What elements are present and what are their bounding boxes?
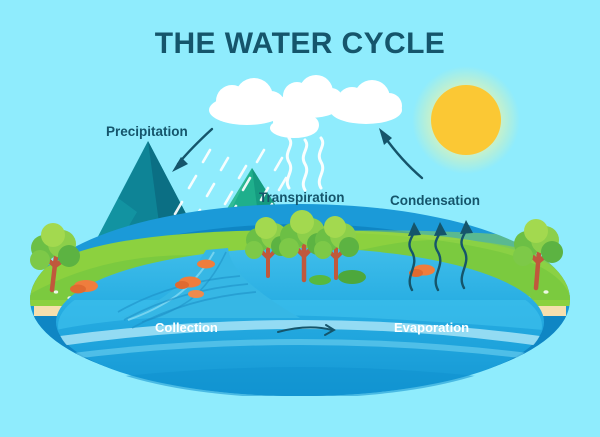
label-evaporation: Evaporation — [394, 320, 470, 335]
water-flow-arrow — [277, 324, 336, 336]
sun-icon — [412, 66, 520, 174]
curved-arrow-up-left — [379, 128, 424, 180]
transpiration-waves — [285, 136, 325, 192]
collection-flow-lines — [117, 275, 257, 329]
tree — [314, 216, 359, 280]
label-precipitation: Precipitation — [106, 124, 188, 139]
tree-left — [30, 223, 80, 293]
label-collection: Collection — [155, 320, 218, 335]
page-title: THE WATER CYCLE — [154, 27, 446, 60]
label-condensation: Condensation — [390, 193, 480, 208]
label-transpiration: Transpiration — [259, 190, 345, 205]
evaporation-arrows — [408, 220, 473, 292]
tree-cluster-center — [245, 210, 366, 285]
cloud-icon — [209, 75, 402, 138]
rocks — [70, 259, 435, 298]
curved-arrow-down-left — [172, 127, 214, 172]
tree-right — [513, 219, 563, 291]
water-body — [56, 248, 544, 396]
